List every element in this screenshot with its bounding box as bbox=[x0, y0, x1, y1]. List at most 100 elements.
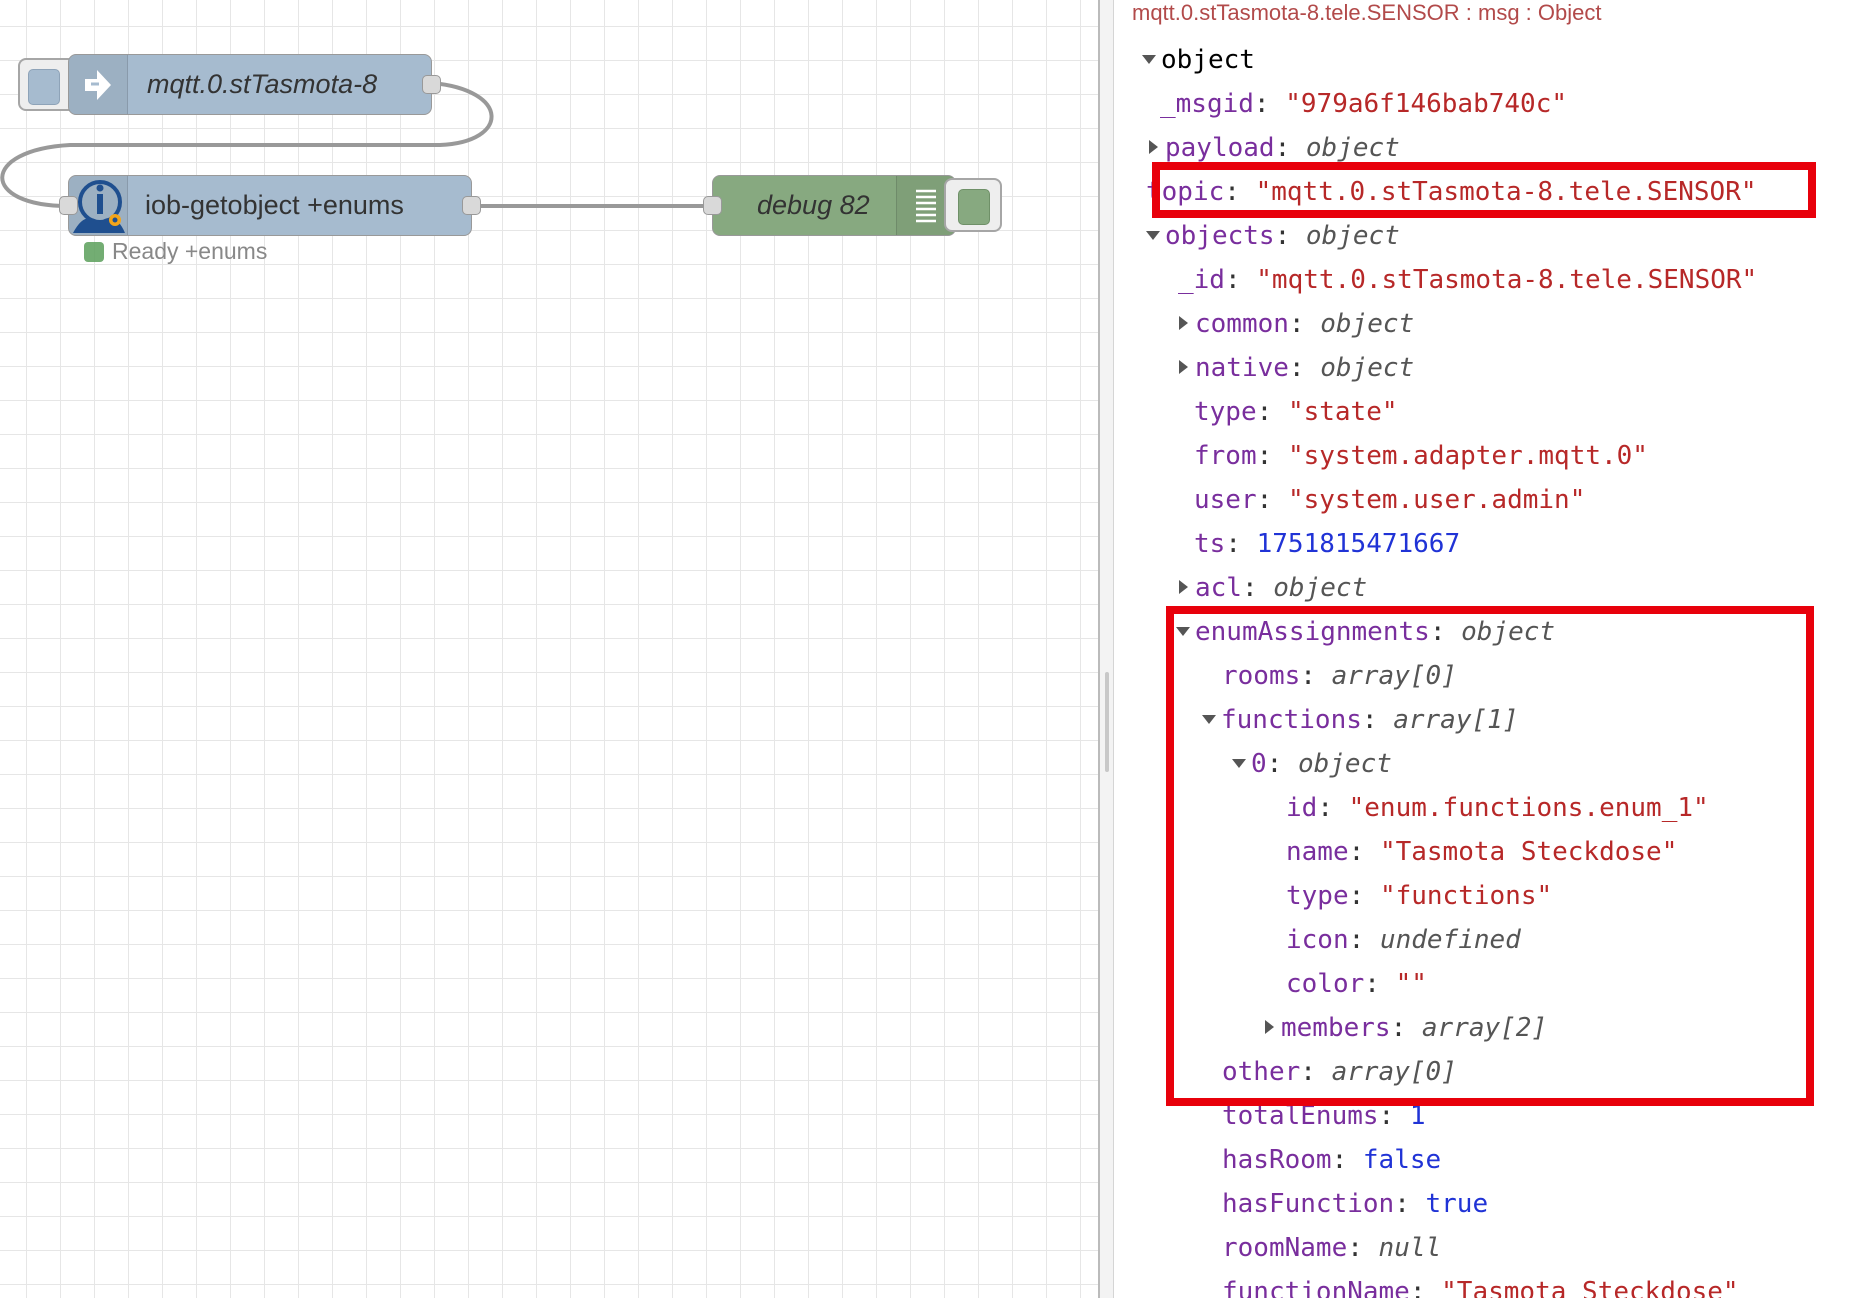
caret-down-icon[interactable] bbox=[1176, 624, 1190, 638]
tree-colon: : bbox=[1256, 441, 1288, 471]
caret-right-icon[interactable] bbox=[1176, 315, 1190, 330]
mqtt-node-output-port[interactable] bbox=[422, 75, 441, 94]
tree-colon: : bbox=[1225, 529, 1257, 559]
caret-right-icon[interactable] bbox=[1176, 579, 1190, 594]
tree-colon: : bbox=[1348, 925, 1380, 955]
debug-tree-row: rooms: array[0] bbox=[1114, 654, 1757, 698]
tree-colon: : bbox=[1390, 1013, 1422, 1043]
caret-right-icon[interactable] bbox=[1262, 1019, 1276, 1034]
debug-node[interactable]: debug 82 bbox=[703, 175, 956, 236]
mqtt-node-label: mqtt.0.stTasmota-8 bbox=[147, 69, 378, 99]
debug-tree-row[interactable]: common: object bbox=[1114, 302, 1757, 346]
tree-colon: : bbox=[1300, 661, 1332, 691]
debug-tree-row: topic: "mqtt.0.stTasmota-8.tele.SENSOR" bbox=[1114, 170, 1757, 214]
tree-colon: : bbox=[1331, 1145, 1363, 1175]
tree-key: other bbox=[1222, 1057, 1301, 1087]
tree-key: from bbox=[1194, 441, 1257, 471]
tree-key: totalEnums bbox=[1222, 1101, 1379, 1131]
tree-colon: : bbox=[1409, 1277, 1442, 1298]
debug-message-header[interactable]: mqtt.0.stTasmota-8.tele.SENSOR : msg : O… bbox=[1132, 0, 1602, 25]
debug-tree-row[interactable]: payload: object bbox=[1114, 126, 1757, 170]
tree-value: 1 bbox=[1409, 1101, 1426, 1131]
tree-key: type bbox=[1286, 881, 1349, 911]
tree-key: functionName bbox=[1222, 1277, 1410, 1298]
tree-value: "system.user.admin" bbox=[1287, 485, 1586, 515]
tree-colon: : bbox=[1348, 837, 1380, 867]
iob-getobject-node[interactable]: iob-getobject +enums bbox=[59, 175, 481, 236]
debug-tree-row[interactable]: 0: object bbox=[1114, 742, 1757, 786]
debug-tree-row: color: "" bbox=[1114, 962, 1757, 1006]
tree-colon: : bbox=[1394, 1189, 1426, 1219]
tree-value: object bbox=[1273, 573, 1368, 603]
tree-colon: : bbox=[1274, 133, 1306, 163]
caret-right-icon[interactable] bbox=[1176, 359, 1190, 374]
debug-tree-row[interactable]: functions: array[1] bbox=[1114, 698, 1757, 742]
tree-colon: : bbox=[1317, 793, 1349, 823]
debug-tree-row[interactable]: members: array[2] bbox=[1114, 1006, 1757, 1050]
tree-colon: : bbox=[1224, 265, 1257, 295]
tree-value: "mqtt.0.stTasmota-8.tele.SENSOR" bbox=[1255, 177, 1757, 207]
debug-message-tree: object_msgid: "979a6f146bab740c"payload:… bbox=[1114, 38, 1757, 1298]
caret-down-icon[interactable] bbox=[1202, 712, 1216, 726]
tree-colon: : bbox=[1274, 221, 1306, 251]
getobject-node-label: iob-getobject +enums bbox=[145, 190, 404, 220]
caret-down-icon[interactable] bbox=[1146, 228, 1160, 242]
debug-tree-row: other: array[0] bbox=[1114, 1050, 1757, 1094]
tree-value: true bbox=[1425, 1189, 1489, 1219]
tree-value: null bbox=[1378, 1233, 1442, 1263]
debug-tree-row: user: "system.user.admin" bbox=[1114, 478, 1757, 522]
getobject-node-input-port[interactable] bbox=[59, 196, 78, 215]
debug-node-input-port[interactable] bbox=[703, 196, 722, 215]
tree-colon: : bbox=[1300, 1057, 1332, 1087]
tree-value: object bbox=[1161, 45, 1255, 75]
iobroker-icon bbox=[69, 176, 128, 235]
resize-handle[interactable] bbox=[1105, 672, 1109, 772]
caret-down-icon[interactable] bbox=[1232, 756, 1246, 770]
flow-workspace[interactable]: mqtt.0.stTasmota-8 iob-getobject +enums … bbox=[0, 0, 1098, 1298]
debug-sidebar: mqtt.0.stTasmota-8.tele.SENSOR : msg : O… bbox=[1114, 0, 1862, 1298]
tree-value: array[2] bbox=[1421, 1013, 1548, 1043]
tree-colon: : bbox=[1256, 397, 1288, 427]
tree-colon: : bbox=[1429, 617, 1462, 647]
tree-value: object bbox=[1320, 353, 1415, 383]
debug-tree-row: totalEnums: 1 bbox=[1114, 1094, 1757, 1138]
debug-tree-row: icon: undefined bbox=[1114, 918, 1757, 962]
caret-down-icon[interactable] bbox=[1142, 52, 1156, 66]
debug-tree-row: _msgid: "979a6f146bab740c" bbox=[1114, 82, 1757, 126]
getobject-node-output-port[interactable] bbox=[462, 196, 481, 215]
tree-key: 0 bbox=[1251, 749, 1267, 779]
debug-tree-row[interactable]: enumAssignments: object bbox=[1114, 610, 1757, 654]
tree-value: object bbox=[1297, 749, 1392, 779]
tree-colon: : bbox=[1256, 485, 1288, 515]
tree-key: payload bbox=[1165, 133, 1275, 163]
tree-colon: : bbox=[1224, 177, 1256, 207]
debug-tree-row: from: "system.adapter.mqtt.0" bbox=[1114, 434, 1757, 478]
tree-value: "Tasmota Steckdose" bbox=[1441, 1277, 1739, 1298]
tree-value: array[0] bbox=[1331, 1057, 1457, 1087]
debug-toggle-button[interactable] bbox=[944, 178, 1002, 232]
debug-tree-row[interactable]: acl: object bbox=[1114, 566, 1757, 610]
tree-key: color bbox=[1286, 969, 1365, 999]
debug-tree-row[interactable]: object bbox=[1114, 38, 1757, 82]
tree-value: "Tasmota Steckdose" bbox=[1379, 837, 1678, 867]
caret-right-icon[interactable] bbox=[1146, 139, 1160, 154]
debug-tree-row: id: "enum.functions.enum_1" bbox=[1114, 786, 1757, 830]
tree-key: hasRoom bbox=[1222, 1145, 1332, 1175]
tree-colon: : bbox=[1253, 89, 1286, 119]
tree-value: "" bbox=[1395, 969, 1427, 999]
wire-mqtt-to-getobject[interactable] bbox=[0, 81, 494, 208]
panel-resize-separator[interactable] bbox=[1098, 0, 1114, 1298]
tree-key: members bbox=[1281, 1013, 1391, 1043]
tree-colon: : bbox=[1266, 749, 1298, 779]
tree-value: "979a6f146bab740c" bbox=[1285, 89, 1567, 119]
tree-colon: : bbox=[1241, 573, 1274, 603]
tree-value: "system.adapter.mqtt.0" bbox=[1287, 441, 1648, 471]
debug-tree-row[interactable]: native: object bbox=[1114, 346, 1757, 390]
tree-value: array[1] bbox=[1393, 705, 1519, 735]
mqtt-in-node[interactable]: mqtt.0.stTasmota-8 bbox=[68, 54, 441, 115]
debug-tree-row: type: "functions" bbox=[1114, 874, 1757, 918]
debug-tree-row[interactable]: objects: object bbox=[1114, 214, 1757, 258]
tree-key: topic bbox=[1146, 177, 1225, 207]
tree-colon: : bbox=[1364, 969, 1396, 999]
tree-value: "functions" bbox=[1379, 881, 1553, 911]
